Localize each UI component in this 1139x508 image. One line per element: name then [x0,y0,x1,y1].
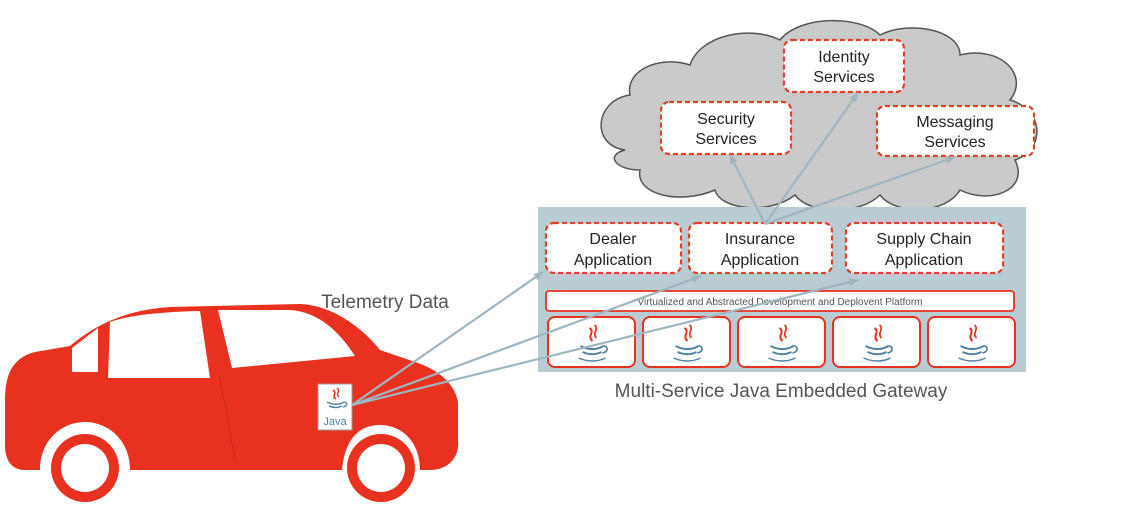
insurance-application-box: Insurance Application [687,221,834,275]
car-rear-wheel [61,444,109,492]
dealer-application-box: Dealer Application [544,221,683,275]
java-cup-icon [578,324,608,362]
java-runtime-box [832,316,921,368]
insurance-app-line1: Insurance [725,231,795,248]
gateway-caption: Multi-Service Java Embedded Gateway [615,381,948,402]
dealer-app-line2: Application [574,252,652,269]
telemetry-label: Telemetry Data [321,292,449,313]
cloud [600,19,1038,211]
java-logo-icon [326,387,348,409]
messaging-services-line1: Messaging [916,114,993,131]
supply-chain-application-box: Supply Chain Application [844,221,1005,275]
identity-services-line1: Identity [818,49,870,66]
identity-services-line2: Services [813,69,874,86]
dealer-app-line1: Dealer [589,231,637,248]
arrow-to-dealer [351,271,544,406]
car-rear-window [72,328,98,372]
arrow-to-messaging [764,155,956,226]
security-services-line1: Security [697,111,755,128]
car [5,304,459,502]
car-front-wheel [357,444,405,492]
java-cup-icon [768,324,798,362]
platform-label: Virtualized and Abstracted Development a… [638,297,923,308]
security-services-box: Security Services [659,100,793,156]
arrow-to-supply-chain [351,278,859,407]
supply-chain-app-line2: Application [885,252,963,269]
java-runtime-box [642,316,731,368]
java-cup-icon [673,324,703,362]
car-front-window [218,310,355,368]
java-cup-icon [958,324,988,362]
messaging-services-box: Messaging Services [875,104,1036,158]
arrow-to-identity [764,92,859,225]
car-java-badge: Java [317,383,353,431]
java-badge-label: Java [323,416,347,428]
arrow-to-insurance [351,274,702,407]
messaging-services-line2: Services [924,134,985,151]
platform-bar: Virtualized and Abstracted Development a… [545,290,1015,312]
connections [351,92,956,407]
security-services-line2: Services [695,131,756,148]
arrow-to-security [729,154,766,225]
insurance-app-line2: Application [721,252,799,269]
java-runtime-box [927,316,1016,368]
supply-chain-app-line1: Supply Chain [876,231,971,248]
java-runtime-row [547,316,1016,368]
java-runtime-box [737,316,826,368]
java-runtime-box [547,316,636,368]
java-cup-icon [863,324,893,362]
car-middle-window [108,311,210,378]
identity-services-box: Identity Services [782,38,906,94]
